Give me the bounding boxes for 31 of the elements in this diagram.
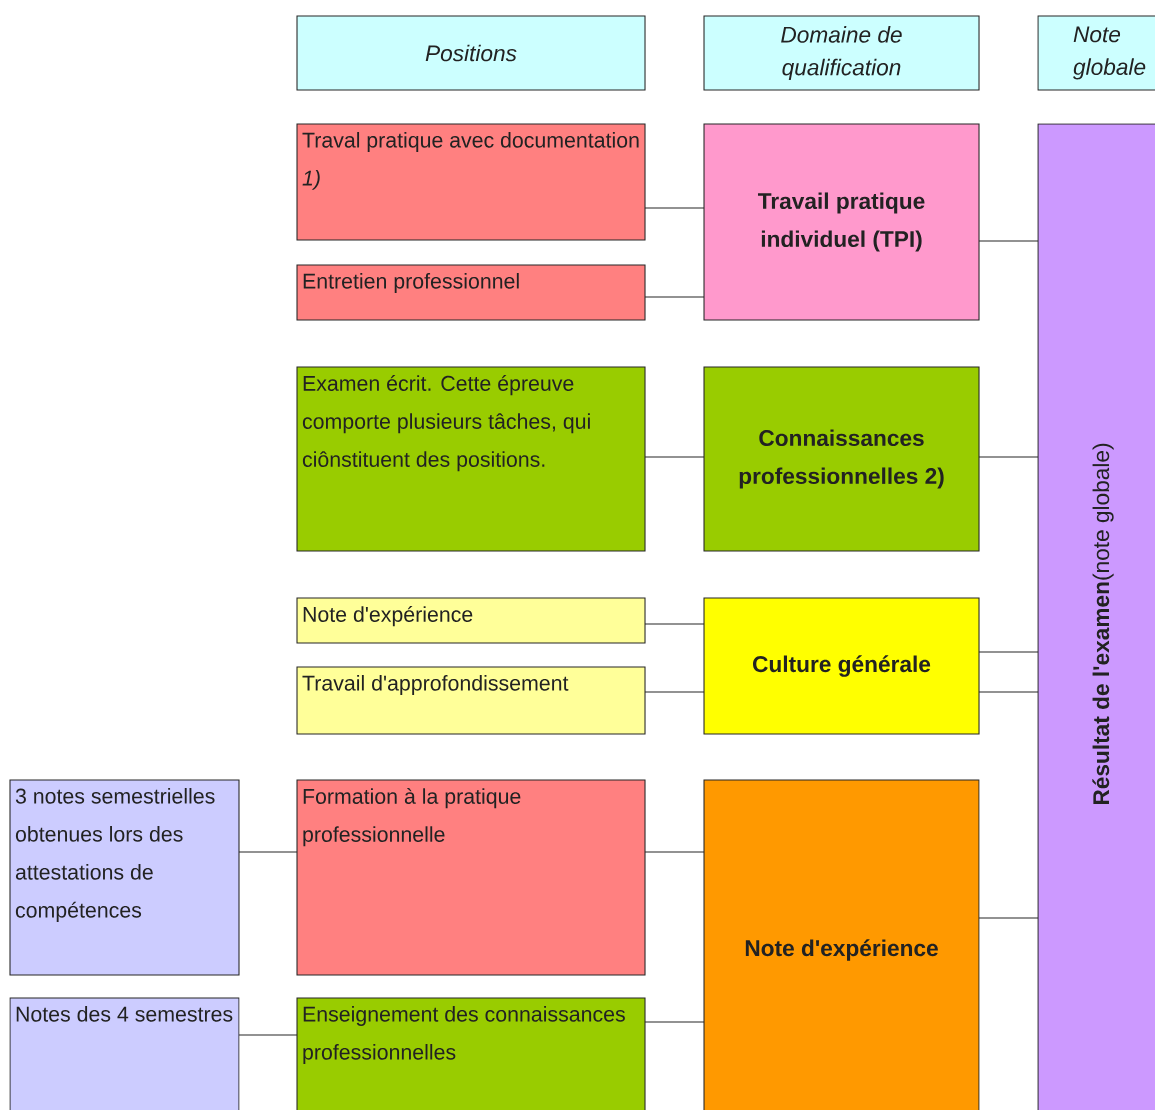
result-bar: Résultat de l'examen(note globale) — [1037, 123, 1155, 1110]
connector-line — [644, 296, 705, 298]
domain-box: Note d'expérience — [703, 779, 980, 1110]
position-box: Note d'expérience — [296, 597, 646, 644]
source-box: Notes des 4 semestres — [9, 997, 240, 1110]
position-box: Travail d'approfondissement — [296, 666, 646, 735]
header-cell: Domaine de qualification — [703, 15, 980, 91]
position-box: Enseignement des connaissances professionnelles — [296, 997, 646, 1110]
connector-line — [978, 691, 1039, 693]
header-cell: Note globale — [1037, 15, 1155, 91]
connector-line — [644, 691, 705, 693]
connector-line — [644, 1021, 705, 1023]
header-cell: Positions — [296, 15, 646, 91]
position-box: Entretien professionnel — [296, 264, 646, 321]
connector-line — [644, 851, 705, 853]
connector-line — [978, 917, 1039, 919]
connector-line — [978, 456, 1039, 458]
connector-line — [644, 623, 705, 625]
connector-line — [978, 240, 1039, 242]
domain-box: Travail pratique individuel (TPI) — [703, 123, 980, 321]
position-box: Examen écrit. Cette épreuve comporte plusieurs tâches, qui ciônstituent des positions. — [296, 366, 646, 552]
position-box: Formation à la pratique professionnelle — [296, 779, 646, 976]
source-box: 3 notes semestrielles obtenues lors des attestations de compétences — [9, 779, 240, 976]
connector-line — [644, 456, 705, 458]
domain-box: Culture générale — [703, 597, 980, 735]
connector-line — [978, 651, 1039, 653]
domain-box: Connaissances professionnelles 2) — [703, 366, 980, 552]
position-box: Traval pratique avec documentation 1) — [296, 123, 646, 241]
connector-line — [238, 851, 298, 853]
connector-line — [238, 1034, 298, 1036]
connector-line — [644, 207, 705, 209]
